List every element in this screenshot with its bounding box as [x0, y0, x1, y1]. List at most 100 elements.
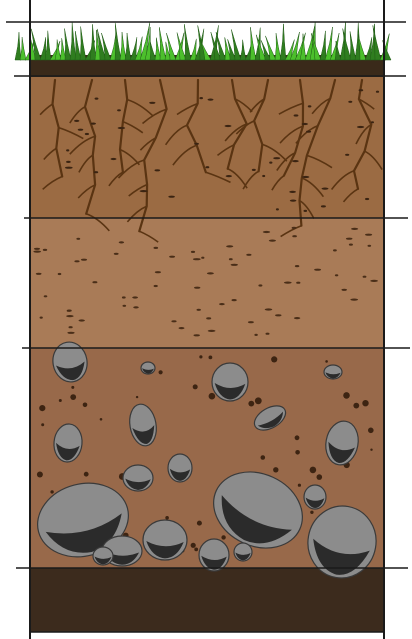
soil-speck [207, 272, 214, 274]
soil-speck [67, 332, 74, 334]
grass-blade [150, 42, 156, 60]
soil-speck [149, 102, 155, 104]
soil-pebble [199, 355, 202, 358]
soil-speck [314, 269, 321, 271]
soil-speck [179, 327, 185, 329]
soil-speck [335, 274, 338, 276]
soil-speck [226, 175, 232, 177]
soil-pebble [325, 360, 328, 363]
subsoil-layer [30, 218, 384, 348]
soil-pebble [37, 472, 43, 478]
soil-speck [154, 247, 159, 249]
soil-speck [284, 282, 292, 284]
soil-speck [349, 244, 353, 246]
soil-speck [269, 240, 276, 242]
soil-pebble [59, 399, 62, 402]
soil-pebble [343, 392, 350, 399]
soil-speck [119, 241, 124, 243]
soil-speck [371, 121, 374, 123]
soil-speck [58, 273, 62, 275]
grass-blade [45, 31, 51, 60]
soil-speck [79, 319, 85, 321]
soil-speck [33, 251, 41, 253]
grass-blade [184, 24, 191, 60]
soil-speck [114, 253, 119, 255]
rock-fragment [212, 363, 248, 401]
soil-speck [44, 295, 48, 297]
soil-pebble [221, 535, 225, 539]
soil-pebble [261, 455, 266, 460]
soil-speck [333, 249, 337, 251]
soil-speck [265, 308, 273, 310]
soil-speck [225, 125, 232, 127]
soil-speck [69, 326, 73, 328]
soil-pebble [50, 490, 53, 493]
soil-pebble [191, 543, 196, 548]
soil-speck [263, 231, 270, 233]
soil-speck [292, 227, 297, 229]
soil-speck [273, 157, 280, 159]
grass-blade [125, 33, 131, 60]
soil-pebble [209, 393, 216, 400]
soil-speck [197, 309, 201, 311]
soil-speck [289, 191, 296, 193]
soil-speck [302, 123, 308, 125]
soil-pebble [136, 396, 138, 398]
soil-speck [140, 190, 148, 192]
soil-pebble [193, 384, 198, 389]
soil-speck [363, 276, 367, 278]
grass-blade [275, 33, 281, 60]
soil-speck [322, 188, 329, 190]
soil-speck [123, 305, 127, 307]
soil-speck [34, 248, 40, 250]
soil-speck [266, 333, 270, 335]
soil-speck [359, 89, 364, 91]
soil-pebble [84, 472, 89, 477]
soil-speck [43, 249, 47, 251]
grass-blade [159, 27, 166, 60]
soil-pebble [70, 394, 76, 400]
soil-pebble [370, 449, 372, 451]
soil-speck [254, 334, 257, 336]
grass-blade [280, 24, 286, 60]
soil-pebble [353, 403, 359, 409]
soil-pebble [39, 405, 45, 411]
rock-fragment [304, 485, 326, 509]
soil-speck [132, 296, 138, 298]
soil-speck [169, 256, 175, 258]
soil-speck [248, 321, 254, 323]
soil-speck [92, 281, 97, 283]
soil-speck [171, 320, 176, 322]
soil-speck [95, 98, 99, 100]
soil-pebble [295, 450, 300, 455]
soil-speck [194, 143, 199, 145]
soil-speck [306, 131, 311, 133]
soil-pebble [248, 401, 254, 407]
soil-pebble [194, 548, 198, 552]
soil-speck [193, 258, 201, 260]
soil-pebble [159, 370, 163, 374]
soil-speck [226, 245, 233, 247]
rock-fragment [234, 543, 252, 561]
soil-speck [341, 289, 347, 291]
soil-speck [269, 162, 272, 164]
soil-speck [91, 123, 96, 125]
soil-speck [229, 258, 233, 260]
soil-speck [194, 287, 200, 289]
soil-speck [122, 296, 126, 298]
soil-speck [292, 235, 297, 237]
soil-speck [85, 133, 89, 135]
soil-speck [258, 284, 262, 286]
grass-blade [80, 27, 86, 60]
soil-speck [74, 120, 79, 122]
soil-speck [294, 114, 299, 116]
soil-speck [66, 161, 71, 163]
soil-speck [321, 205, 326, 207]
bedrock-layer [30, 568, 384, 632]
soil-pebble [298, 484, 301, 487]
rock-fragment [93, 547, 113, 565]
soil-speck [275, 314, 282, 316]
rock-fragment [168, 454, 192, 482]
soil-speck [67, 310, 71, 312]
